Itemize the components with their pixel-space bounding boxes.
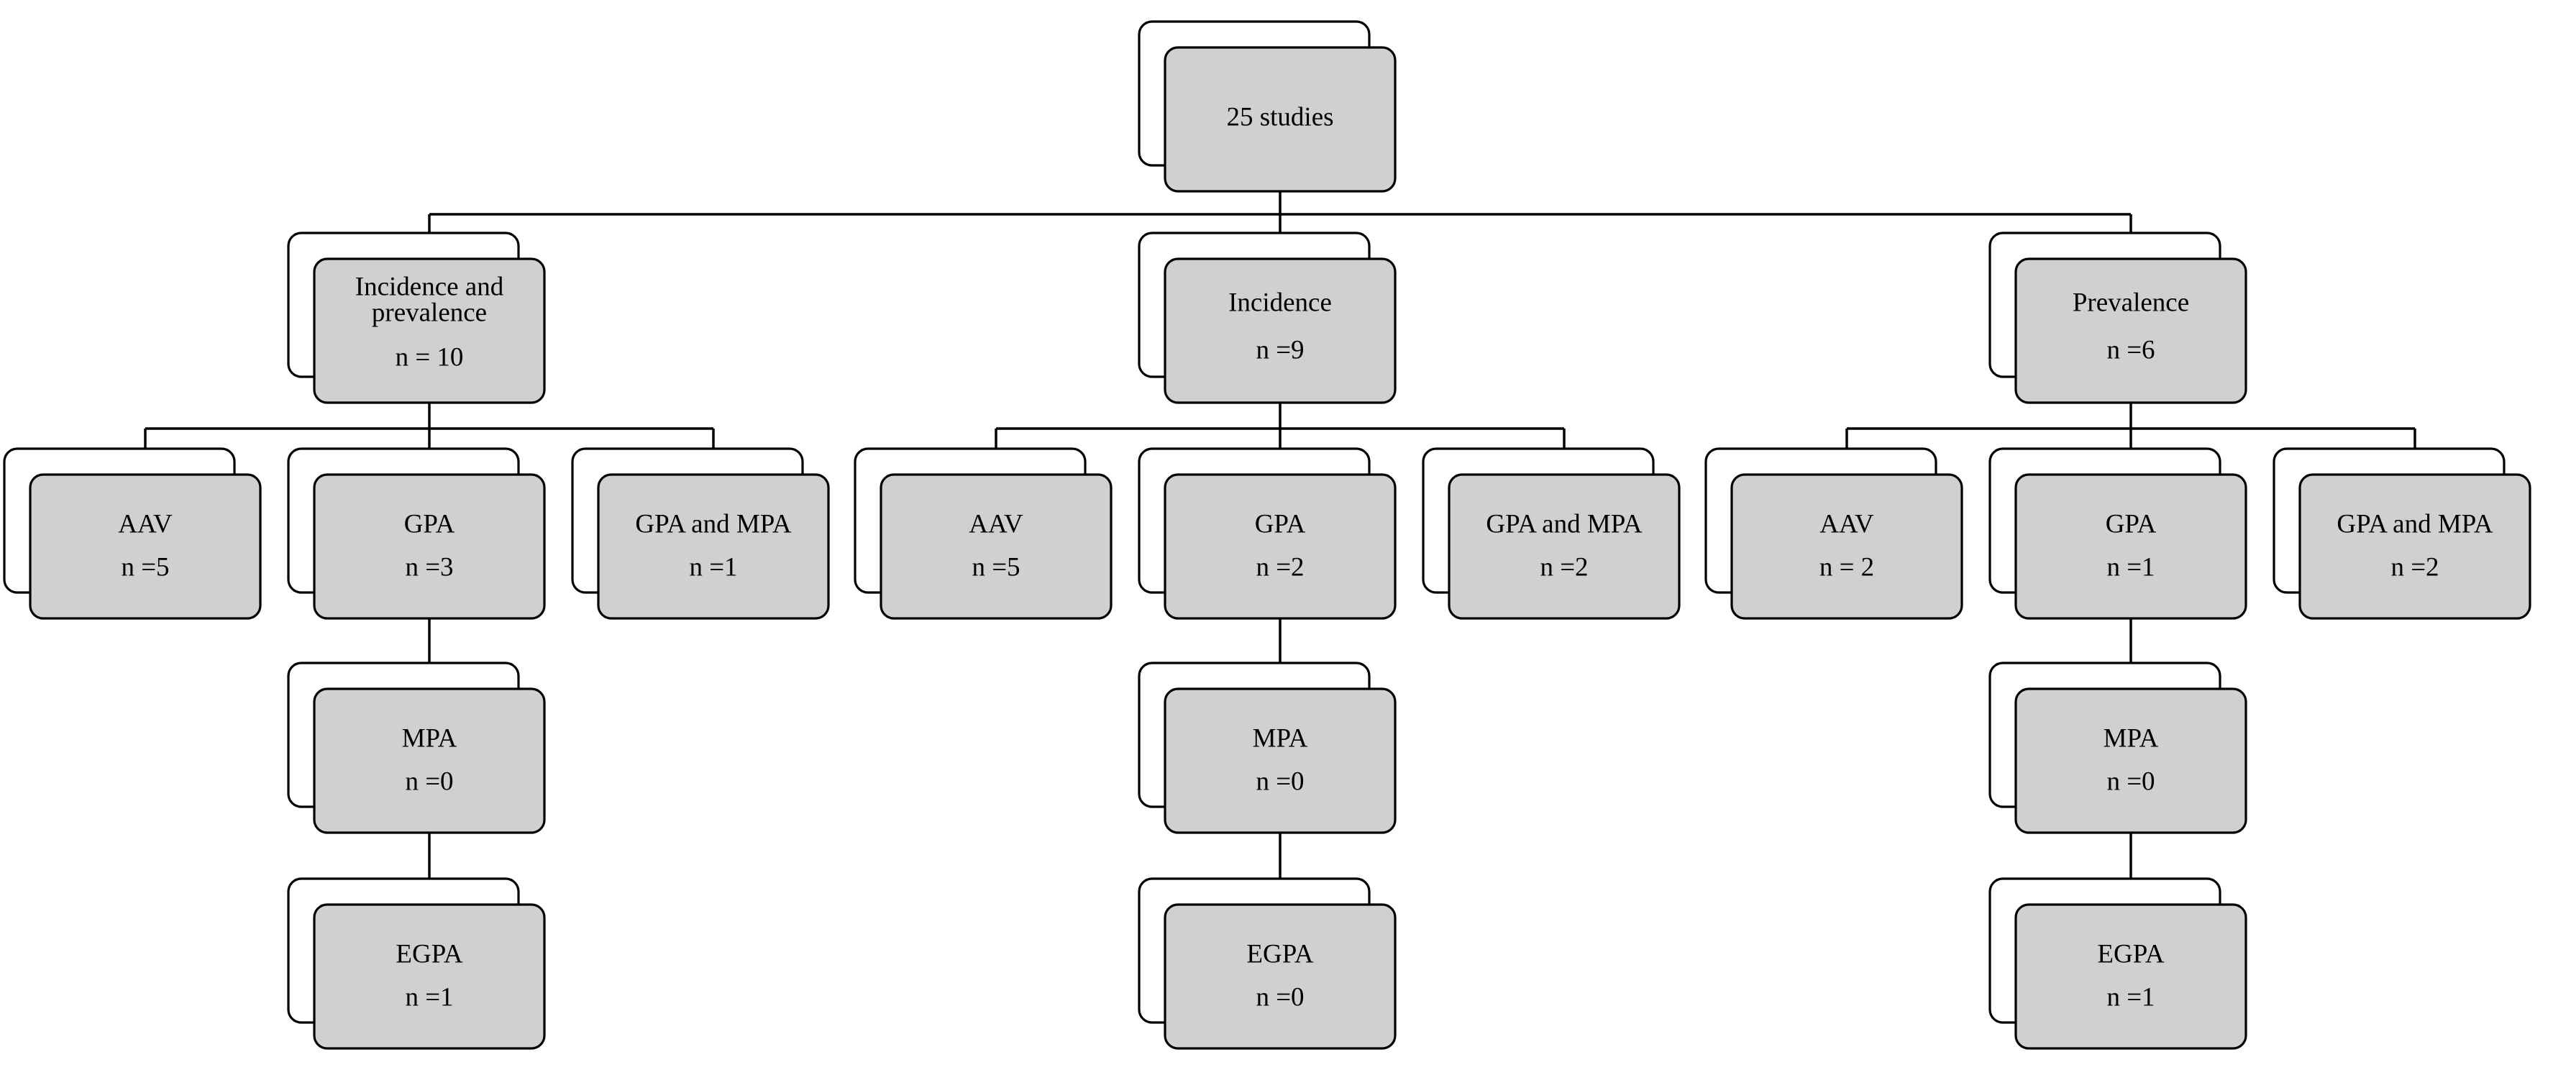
group-node-prevalence: Prevalence n =6 [1988,232,2247,404]
front-card [313,257,546,404]
child-label: AAV [118,509,173,539]
child-count: n = 2 [1819,552,1874,582]
child-count: n =5 [972,552,1020,582]
child-label: AAV [969,509,1023,539]
front-card [597,473,830,620]
child-label: GPA [1255,509,1306,539]
child-count: n =1 [689,552,737,582]
child-label: GPA and MPA [635,509,792,539]
group-title: Incidence [1228,288,1332,317]
group-node-incidence: Incidence n =9 [1138,232,1397,404]
chain-label: MPA [402,723,457,753]
front-card [2014,903,2247,1050]
front-card [1730,473,1963,620]
child-node-incidence-gpa-mpa: GPA and MPA n =2 [1422,447,1681,620]
child-node-prevalence-aav: AAV n = 2 [1704,447,1963,620]
chain-node-inc-prev-mpa: MPA n =0 [287,662,546,834]
connector-lines [144,191,2416,879]
child-node-inc-prev-aav: AAV n =5 [3,447,262,620]
chain-node-inc-prev-egpa: EGPA n =1 [287,877,546,1050]
child-count: n =1 [2106,552,2155,582]
front-card [29,473,262,620]
front-card [2014,473,2247,620]
child-count: n =2 [1540,552,1588,582]
chain-label: MPA [1253,723,1308,753]
chain-node-prevalence-egpa: EGPA n =1 [1988,877,2247,1050]
group-title-line2: prevalence [372,298,487,327]
child-node-prevalence-gpa-mpa: GPA and MPA n =2 [2273,447,2531,620]
chain-label: EGPA [396,939,463,969]
group-title: Prevalence [2073,288,2189,317]
child-node-incidence-aav: AAV n =5 [854,447,1113,620]
child-node-prevalence-gpa: GPA n =1 [1988,447,2247,620]
front-card [2014,257,2247,404]
front-card [1448,473,1681,620]
group-count: n = 10 [396,342,464,372]
front-card [1164,46,1397,193]
child-label: GPA [2106,509,2157,539]
front-card [313,687,546,834]
root-node: 25 studies [1138,20,1397,193]
front-card [313,903,546,1050]
chain-count: n =0 [1256,767,1304,796]
front-card [1164,903,1397,1050]
chain-node-incidence-mpa: MPA n =0 [1138,662,1397,834]
chain-count: n =0 [2106,767,2155,796]
chain-label: MPA [2104,723,2159,753]
front-card [880,473,1113,620]
child-count: n =5 [121,552,169,582]
front-card [313,473,546,620]
child-label: GPA and MPA [1486,509,1643,539]
chain-node-prevalence-mpa: MPA n =0 [1988,662,2247,834]
group-count: n =6 [2106,335,2155,365]
child-label: GPA and MPA [2337,509,2493,539]
child-count: n =3 [405,552,453,582]
chain-count: n =0 [405,767,453,796]
chain-count: n =1 [405,982,453,1012]
child-node-inc-prev-gpa: GPA n =3 [287,447,546,620]
chain-label: EGPA [1246,939,1314,969]
chain-count: n =1 [2106,982,2155,1012]
front-card [2298,473,2531,620]
child-node-incidence-gpa: GPA n =2 [1138,447,1397,620]
front-card [2014,687,2247,834]
chain-label: EGPA [2097,939,2165,969]
child-count: n =2 [1256,552,1304,582]
root-label: 25 studies [1226,102,1333,132]
group-title-line1: Incidence and [355,272,504,301]
front-card [1164,473,1397,620]
child-label: GPA [404,509,455,539]
chain-count: n =0 [1256,982,1304,1012]
front-card [1164,257,1397,404]
child-node-inc-prev-gpa-mpa: GPA and MPA n =1 [571,447,830,620]
child-count: n =2 [2390,552,2439,582]
group-count: n =9 [1256,335,1304,365]
child-label: AAV [1819,509,1874,539]
chain-node-incidence-egpa: EGPA n =0 [1138,877,1397,1050]
front-card [1164,687,1397,834]
